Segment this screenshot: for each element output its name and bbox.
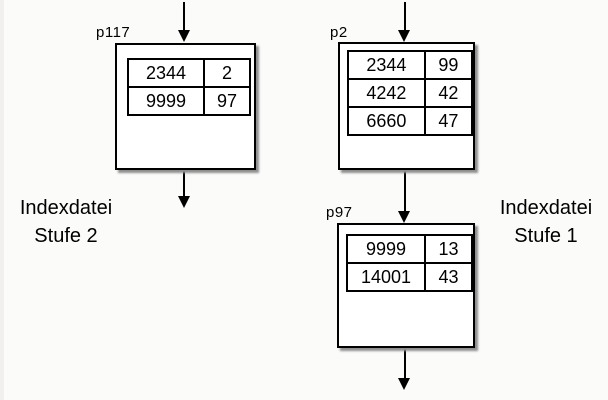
node-label-p117: p117 (96, 24, 131, 41)
table-row: 9999 13 (346, 234, 474, 264)
pointer-cell: 13 (423, 234, 474, 264)
node-label-p2: p2 (330, 24, 348, 41)
index-table-p97: 9999 13 14001 43 (346, 234, 474, 292)
arrowhead-out-of-p117-icon (178, 196, 190, 208)
arrowhead-out-of-p97-icon (398, 378, 410, 390)
table-row: 6660 47 (347, 106, 474, 136)
pointer-cell: 97 (203, 86, 251, 116)
key-cell: 9999 (127, 86, 205, 116)
key-cell: 2344 (347, 50, 426, 80)
key-cell: 2344 (127, 58, 205, 88)
index-table-p2: 2344 99 4242 42 6660 47 (347, 50, 474, 136)
node-box-p117: 2344 2 9999 97 (115, 43, 256, 170)
arrow-out-of-p97 (404, 348, 406, 378)
table-row: 4242 42 (347, 78, 474, 108)
table-row: 2344 2 (127, 58, 251, 88)
caption-line: Indexdatei (19, 197, 113, 219)
caption-index-level-2: Indexdatei Stufe 2 (9, 194, 123, 250)
caption-line: Stufe 1 (514, 225, 578, 247)
key-cell: 9999 (346, 234, 426, 264)
pointer-cell: 42 (423, 78, 474, 108)
page-edge (0, 0, 4, 400)
pointer-cell: 47 (423, 106, 474, 136)
table-row: 14001 43 (346, 262, 474, 292)
index-table-p117: 2344 2 9999 97 (127, 58, 251, 116)
pointer-cell: 43 (423, 262, 474, 292)
arrowhead-into-p117-icon (178, 30, 190, 42)
table-row: 9999 97 (127, 86, 251, 116)
caption-index-level-1: Indexdatei Stufe 1 (489, 194, 603, 250)
arrowhead-p2-to-p97-icon (398, 211, 410, 223)
caption-line: Stufe 2 (34, 225, 98, 247)
table-row: 2344 99 (347, 50, 474, 80)
node-box-p2: 2344 99 4242 42 6660 47 (338, 42, 475, 170)
arrow-p2-to-p97 (404, 170, 406, 211)
key-cell: 6660 (347, 106, 426, 136)
key-cell: 14001 (346, 262, 426, 292)
arrow-into-p117 (183, 2, 185, 30)
key-cell: 4242 (347, 78, 426, 108)
pointer-cell: 99 (423, 50, 474, 80)
arrowhead-into-p2-icon (398, 30, 410, 42)
arrow-out-of-p117 (183, 170, 185, 196)
caption-line: Indexdatei (499, 197, 593, 219)
pointer-cell: 2 (203, 58, 251, 88)
arrow-into-p2 (404, 2, 406, 30)
node-box-p97: 9999 13 14001 43 (337, 223, 475, 348)
node-label-p97: p97 (326, 204, 353, 221)
